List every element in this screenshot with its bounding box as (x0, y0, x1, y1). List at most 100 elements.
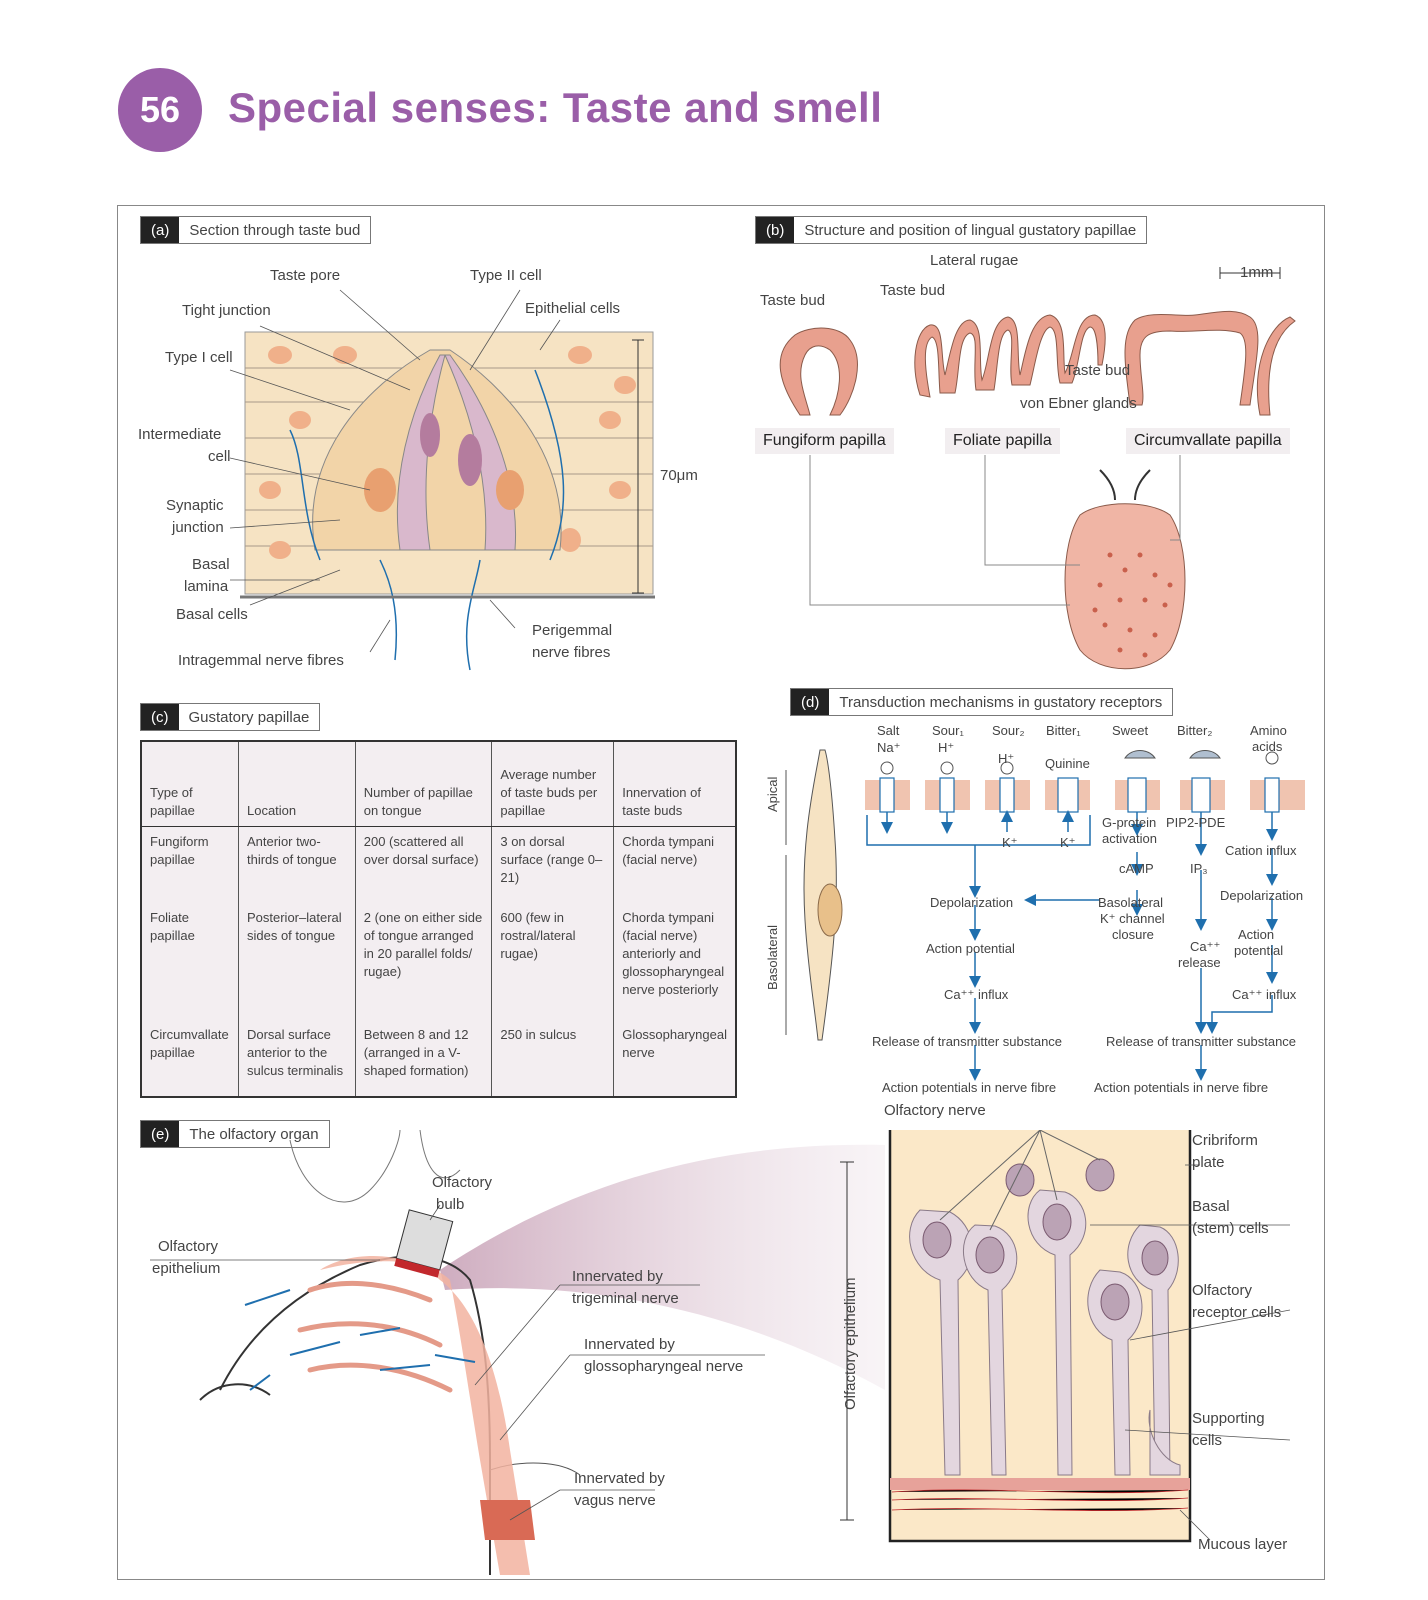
cell: Foliate papillae (150, 909, 195, 943)
panel-b-title: Structure and position of lingual gustat… (804, 221, 1137, 239)
table-header-row: Type of papillae Location Number of papi… (141, 741, 736, 827)
label-receptor-cells-2: receptor cells (1192, 1304, 1282, 1321)
label-amino-1: Amino (1250, 723, 1287, 738)
label-basolateral-k-3: closure (1112, 927, 1154, 942)
label-taste-pore: Taste pore (270, 267, 341, 284)
label-tight-junction: Tight junction (182, 302, 271, 319)
label-action-potential-1: Action potential (926, 941, 1015, 956)
label-scale-1mm: 1mm (1240, 264, 1274, 281)
label-k2: K⁺ (1060, 835, 1076, 850)
label-epithelial-cells: Epithelial cells (525, 300, 621, 317)
panel-c-letter: (c) (141, 704, 179, 730)
label-circumvallate-papilla: Circumvallate papilla (1126, 428, 1290, 454)
label-ca-release-1: Ca⁺⁺ (1190, 939, 1221, 954)
label-synaptic-2: junction (172, 519, 224, 536)
label-glossopharyngeal-2: glossopharyngeal nerve (584, 1358, 744, 1375)
label-perigemmal-1: Perigemmal (532, 622, 613, 639)
cell: Chorda tympani (facial nerve) anteriorly… (613, 902, 736, 1021)
label-fungiform-papilla: Fungiform papilla (755, 428, 894, 454)
label-trigeminal-1: Innervated by (572, 1268, 663, 1285)
label-depolarization-2: Depolarization (1220, 888, 1304, 903)
page-title: Special senses: Taste and smell (228, 84, 883, 131)
label-camp: cAMP (1119, 861, 1154, 876)
cell: 600 (few in rostral/lateral rugae) (491, 902, 614, 1021)
chapter-number-badge: 56 (118, 68, 202, 152)
panel-d-title: Transduction mechanisms in gustatory rec… (839, 693, 1163, 711)
cell: 3 on dorsal surface (range 0–21) (491, 826, 614, 903)
label-h2: H⁺ (998, 751, 1015, 766)
label-olfactory-bulb-1: Olfactory (432, 1174, 493, 1191)
label-ca-influx-2: Ca⁺⁺ influx (1232, 987, 1297, 1002)
panel-e-label: (e) The olfactory organ (140, 1120, 330, 1148)
label-h1: H⁺ (938, 740, 955, 755)
label-ap-nerve-2: Action potentials in nerve fibre (1094, 1080, 1269, 1095)
label-gprotein-1: G-protein (1102, 815, 1157, 830)
label-sour1: Sour₁ (932, 723, 964, 738)
label-action-potential-2a: Action (1238, 927, 1275, 942)
label-scale-70um: 70μm (660, 467, 698, 484)
label-ca-influx-1: Ca⁺⁺ influx (944, 987, 1009, 1002)
label-vagus-1: Innervated by (574, 1470, 665, 1487)
label-intermediate-2: cell (208, 448, 231, 465)
label-taste-bud-3: Taste bud (1065, 362, 1131, 379)
label-intermediate-1: Intermediate (138, 426, 222, 443)
transduction-diagram (785, 749, 1305, 1081)
figure-frame (117, 205, 1325, 1580)
panel-a-title: Section through taste bud (189, 221, 361, 239)
label-olfactory-epithelium-vertical: Olfactory epithelium (842, 1277, 859, 1410)
label-olfactory-epithelium-1: Olfactory (158, 1238, 219, 1255)
cell: Between 8 and 12 (arranged in a V-shaped… (354, 1020, 492, 1097)
label-basolateral-k-2: K⁺ channel (1100, 911, 1165, 926)
panel-a-label: (a) Section through taste bud (140, 216, 372, 244)
header-taste-buds: Average number of taste buds per papilla… (491, 741, 614, 827)
label-olfactory-bulb-2: bulb (436, 1196, 465, 1213)
label-receptor-cells-1: Olfactory (1192, 1282, 1253, 1299)
label-basolateral: Basolateral (765, 924, 780, 990)
cell: Fungiform papillae (150, 834, 209, 867)
label-supporting-cells-1: Supporting (1192, 1410, 1265, 1427)
gustatory-papillae-table: Type of papillae Location Number of papi… (140, 740, 737, 1098)
label-cation-influx: Cation influx (1225, 843, 1297, 858)
cell: Circumvallate papillae (150, 1027, 229, 1061)
label-release-1: Release of transmitter substance (872, 1034, 1063, 1049)
panel-a-letter: (a) (141, 217, 180, 243)
table-row: Circumvallate papillae Dorsal surface an… (141, 1020, 736, 1097)
label-trigeminal-2: trigeminal nerve (572, 1290, 679, 1307)
label-basal-stem-2: (stem) cells (1192, 1220, 1269, 1237)
label-basal-stem-1: Basal (1192, 1198, 1230, 1215)
label-mucous-layer: Mucous layer (1198, 1536, 1288, 1553)
label-synaptic-1: Synaptic (166, 497, 224, 514)
table-row: Fungiform papillae Anterior two-thirds o… (141, 826, 736, 903)
label-bitter2: Bitter₂ (1177, 723, 1213, 738)
papillae-illustration (779, 267, 1296, 670)
label-type2-cell: Type II cell (470, 267, 542, 284)
header-location: Location (237, 741, 356, 827)
label-glossopharyngeal-1: Innervated by (584, 1336, 675, 1353)
cell: 250 in sulcus (491, 1020, 614, 1097)
label-cribriform-2: plate (1192, 1154, 1225, 1171)
taste-bud-illustration (229, 289, 655, 671)
label-ip3: IP₃ (1190, 861, 1208, 876)
label-basal-cells: Basal cells (176, 606, 248, 623)
label-action-potential-2b: potential (1234, 943, 1284, 958)
label-olfactory-nerve: Olfactory nerve (884, 1102, 986, 1119)
label-quinine: Quinine (1045, 756, 1090, 771)
label-foliate-papilla: Foliate papilla (945, 428, 1060, 454)
header-innervation: Innervation of taste buds (613, 741, 736, 827)
label-pip2: PIP2-PDE (1166, 815, 1226, 830)
panel-c-title: Gustatory papillae (188, 708, 310, 726)
panel-d-label: (d) Transduction mechanisms in gustatory… (790, 688, 1174, 716)
label-sweet: Sweet (1112, 723, 1149, 738)
label-amino-2: acids (1252, 739, 1283, 754)
label-taste-bud-1: Taste bud (760, 292, 826, 309)
label-apical: Apical (765, 776, 780, 812)
cell: 200 (scattered all over dorsal surface) (354, 826, 492, 903)
label-ca-release-2: release (1178, 955, 1221, 970)
olfactory-illustration (150, 1130, 1291, 1575)
label-lateral-rugae: Lateral rugae (930, 252, 1019, 269)
label-gprotein-2: activation (1102, 831, 1157, 846)
label-perigemmal-2: nerve fibres (532, 644, 611, 661)
label-bitter1: Bitter₁ (1046, 723, 1081, 738)
label-supporting-cells-2: cells (1192, 1432, 1223, 1449)
panel-e-title: The olfactory organ (189, 1125, 319, 1143)
